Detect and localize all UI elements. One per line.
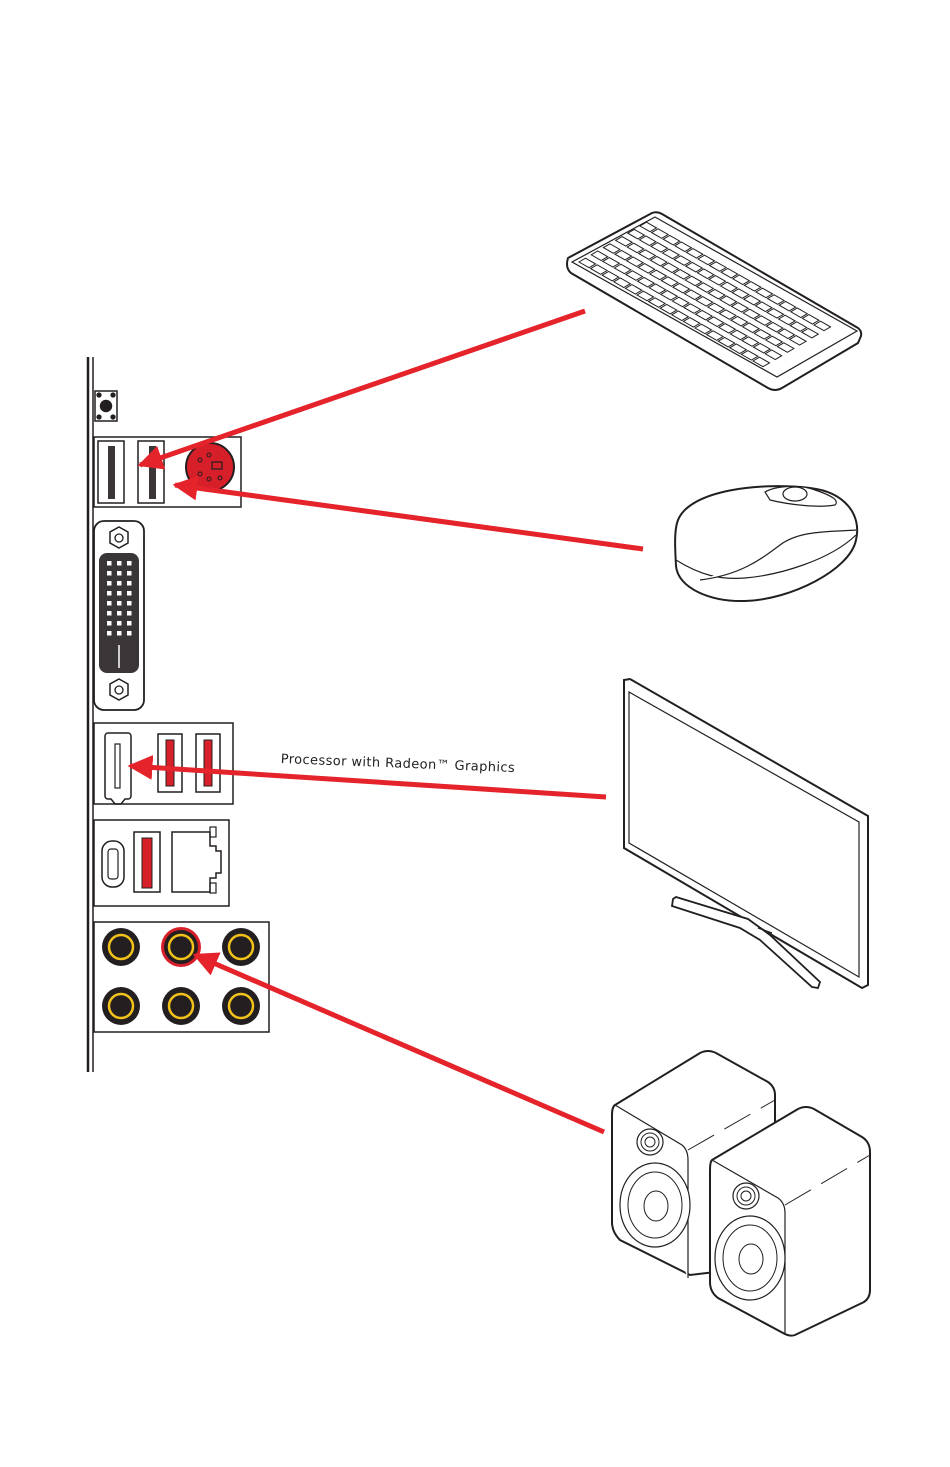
- dvi-pin: [117, 571, 122, 576]
- audio-jack: [102, 987, 140, 1025]
- usb-typec-port: [102, 841, 124, 887]
- mouse-illustration: [675, 486, 857, 601]
- arrow-keyboard-to-usb: [140, 311, 585, 465]
- dvi-port: [94, 521, 144, 710]
- dvi-pin: [127, 631, 132, 636]
- dvi-pin: [117, 601, 122, 606]
- dvi-pin: [107, 591, 112, 596]
- audio-jacks: [102, 927, 260, 1025]
- usb2-ps2-block: [94, 437, 241, 507]
- dvi-pin: [107, 631, 112, 636]
- audio-jack: [222, 928, 260, 966]
- arrow-speakers-to-audio: [195, 955, 604, 1132]
- dvi-pin: [107, 611, 112, 616]
- dvi-pin: [107, 571, 112, 576]
- speakers-illustration: [612, 1051, 870, 1336]
- dvi-pin: [117, 581, 122, 586]
- typec-usb-lan-block: [94, 820, 229, 906]
- dvi-pin: [127, 601, 132, 606]
- connection-arrows: [130, 311, 643, 1132]
- dvi-pin: [127, 621, 132, 626]
- dvi-pin: [107, 581, 112, 586]
- audio-jack: [162, 987, 200, 1025]
- dvi-pin: [117, 631, 122, 636]
- dvi-pin: [127, 611, 132, 616]
- dvi-pin: [127, 571, 132, 576]
- arrow-mouse-to-usb: [175, 485, 643, 549]
- dvi-pin: [117, 611, 122, 616]
- audio-jack: [102, 928, 140, 966]
- dvi-pin: [127, 591, 132, 596]
- dvi-pin: [107, 621, 112, 626]
- dvi-pin: [107, 561, 112, 566]
- clear-cmos-button: [95, 391, 117, 421]
- audio-jack: [161, 927, 201, 967]
- dvi-pin: [117, 621, 122, 626]
- hdmi-usb-block: [94, 723, 233, 804]
- dvi-pin: [127, 561, 132, 566]
- monitor-illustration: [624, 679, 868, 988]
- dvi-pin: [107, 601, 112, 606]
- audio-jack: [222, 987, 260, 1025]
- dvi-pin: [117, 591, 122, 596]
- ps2-port: [186, 443, 234, 491]
- keyboard-illustration: [567, 212, 861, 390]
- dvi-pin: [117, 561, 122, 566]
- dvi-pin: [127, 581, 132, 586]
